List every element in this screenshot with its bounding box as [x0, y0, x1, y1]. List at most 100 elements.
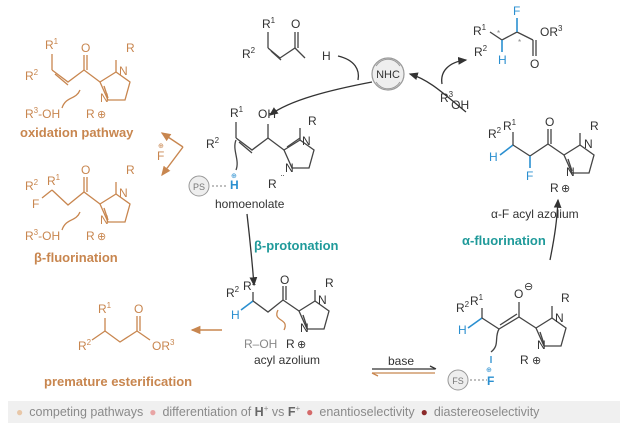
f-plus-charge-2: ⊕ — [486, 367, 492, 374]
en-minus: ⊖ — [524, 281, 533, 293]
aa-n-r: R — [325, 276, 334, 290]
h-plus-charge: ⊕ — [231, 173, 237, 180]
beta-protonation-arrow — [246, 213, 258, 287]
nhc-to-homoenolate-arrow — [268, 81, 373, 116]
en-o: O — [514, 287, 523, 301]
ox-r3oh: R3-OH — [25, 106, 60, 121]
he-lone-pair: ¨ — [281, 174, 284, 185]
premature-esterification-label: premature esterification — [44, 374, 192, 389]
nhc-catalyst: NHC — [371, 57, 405, 91]
r2-label: R2 — [242, 46, 256, 61]
substrate-entry-arrow — [337, 55, 360, 81]
aa-r1: R1 — [243, 278, 257, 293]
release-product-arrow — [441, 56, 468, 85]
he-n-r: R — [308, 114, 317, 128]
af-n1: N — [584, 137, 593, 151]
pe-o: O — [134, 302, 143, 316]
product-carbonyl-o: O — [530, 57, 539, 71]
acyl-azolium-label: acyl azolium — [254, 353, 320, 367]
beta-fluorination-label: β-fluorination — [34, 250, 118, 265]
beta-fluorination-structure: R2 R1 F O R N N R ⊕ R3-OH — [25, 163, 135, 243]
en-n2: N — [537, 338, 546, 352]
product-r1: R1 — [473, 23, 487, 38]
ox-plus: ⊕ — [97, 109, 106, 121]
homoenolate-label: homoenolate — [215, 197, 285, 211]
ox-n2: N — [100, 91, 109, 105]
af-plus: ⊕ — [561, 183, 570, 195]
footer-bullet-2: ● — [149, 405, 157, 419]
en-plus: ⊕ — [532, 355, 541, 367]
footer-item-enantioselectivity: enantioselectivity — [319, 405, 415, 419]
nhc-label: NHC — [376, 69, 400, 81]
af-f: F — [526, 169, 533, 183]
alpha-fluorination-arrow — [549, 198, 562, 261]
bf-o: O — [81, 163, 90, 177]
ps-catalyst: PS — [188, 175, 210, 197]
en-h: H — [458, 323, 467, 337]
af-o: O — [545, 115, 554, 129]
footer-item-competing-pathways: competing pathways — [29, 405, 144, 419]
base-label: base — [388, 354, 414, 368]
af-n2-r: R — [550, 181, 559, 195]
beta-protonation-label: β-protonation — [254, 238, 339, 253]
aa-n1: N — [318, 293, 327, 307]
he-n2: N — [285, 161, 294, 175]
azolium-enolate-structure: R1 R2 H O ⊖ R N N R ⊕ ⊕ F — [456, 281, 570, 388]
af-n2: N — [566, 165, 575, 179]
f-plus-charge: ⊕ — [158, 143, 164, 150]
product-f: F — [513, 4, 520, 18]
ps-label: PS — [193, 182, 205, 192]
product-or3: OR3 — [540, 24, 563, 39]
af-n-r: R — [590, 119, 599, 133]
aa-n2: N — [300, 321, 309, 335]
premature-ester-structure: R1 R2 O OR3 — [78, 301, 175, 353]
he-r1: R1 — [230, 105, 244, 120]
pe-r1: R1 — [98, 301, 112, 316]
bf-r3oh: R3-OH — [25, 228, 60, 243]
bf-n2-r: R — [86, 229, 95, 243]
en-n2-r: R — [520, 353, 529, 367]
bf-plus: ⊕ — [97, 231, 106, 243]
enal-substrate: R1 R2 O H — [242, 16, 331, 63]
ox-r2: R2 — [25, 68, 39, 83]
footer-item-diastereoselectivity: diastereoselectivity — [433, 405, 540, 419]
en-n-r: R — [561, 291, 570, 305]
aa-plus: ⊕ — [297, 339, 306, 351]
oxidation-pathway-label: oxidation pathway — [20, 125, 134, 140]
f-plus-to-beta-fluorination-arrow — [161, 146, 184, 177]
bf-n1: N — [119, 186, 128, 200]
bf-r1: R1 — [47, 173, 61, 188]
oxidation-pathway-structure: R1 R2 O R N N R ⊕ R3-OH — [25, 37, 135, 121]
bf-n2: N — [100, 213, 109, 227]
footer-bullet-4: ● — [420, 405, 428, 419]
en-r2: R2 — [456, 300, 470, 315]
footer-item-differentiation: differentiation of H+ vs F+ — [162, 404, 301, 420]
aa-roh: R–OH — [244, 337, 277, 351]
ox-n1: N — [119, 64, 128, 78]
he-n2-r: R — [268, 177, 277, 191]
product-r2: R2 — [474, 44, 488, 59]
release-nhc-arrow — [408, 72, 467, 113]
af-h: H — [489, 150, 498, 164]
stereocenter-mark-2: * — [518, 38, 521, 47]
bf-n-r: R — [126, 163, 135, 177]
he-r2: R2 — [206, 136, 220, 151]
ox-r1: R1 — [45, 37, 59, 52]
alpha-f-acyl-azolium-structure: R1 R2 H F O R N N R ⊕ — [488, 115, 599, 195]
footer-summary-bar: ● competing pathways ● differentiation o… — [8, 401, 620, 423]
ox-n-r: R — [126, 41, 135, 55]
footer-bullet-1: ● — [16, 405, 24, 419]
he-n1: N — [302, 134, 311, 148]
ox-n2-r: R — [86, 107, 95, 121]
f-plus-reagent: F — [157, 149, 164, 163]
aa-h: H — [231, 308, 240, 322]
h-plus: H — [230, 178, 239, 192]
homoenolate-structure: R1 R2 OH R N N R ¨ ⊕ H — [206, 105, 317, 192]
stereocenter-mark-1: * — [497, 29, 500, 38]
pe-r2: R2 — [78, 338, 92, 353]
en-r1: R1 — [470, 293, 484, 308]
acyl-azolium-structure: R1 R2 H O R N N R ⊕ R–OH — [226, 273, 334, 351]
bf-r2: R2 — [25, 178, 39, 193]
